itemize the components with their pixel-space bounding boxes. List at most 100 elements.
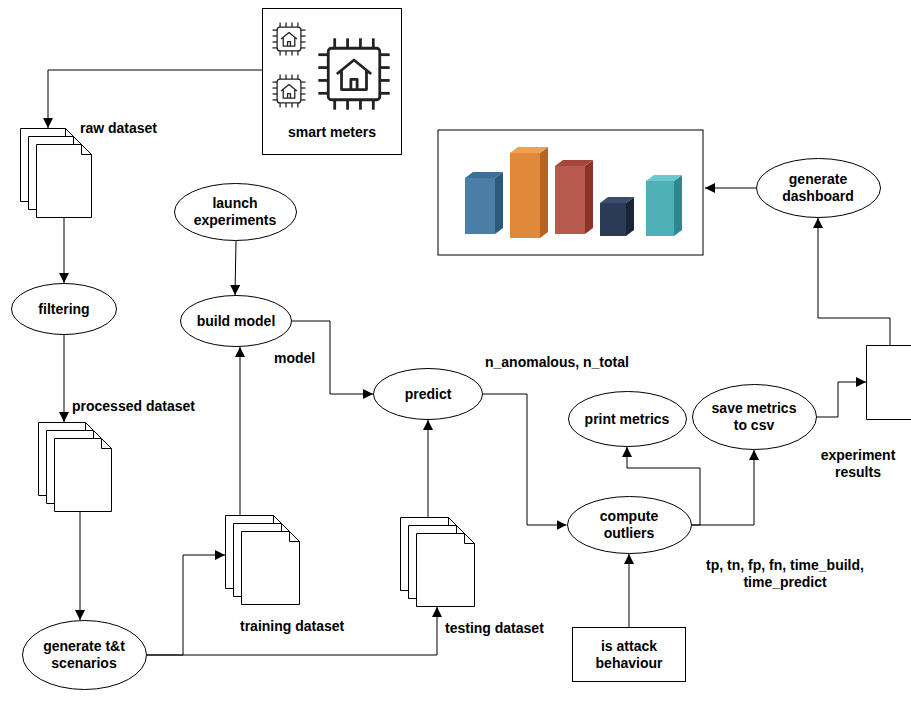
bar-side — [495, 172, 503, 234]
chip-pin — [346, 38, 349, 48]
document-stack: processed dataset — [38, 422, 112, 512]
node-label: generate dashboard — [773, 171, 863, 205]
chip-pin — [297, 51, 298, 56]
node-label: compute outliers — [584, 508, 674, 542]
flow-arrow — [80, 512, 81, 620]
flow-arrow — [147, 555, 226, 655]
chip-pin — [301, 81, 306, 82]
chip-pin — [333, 38, 336, 48]
ellipse-shape — [567, 497, 691, 554]
document-page — [867, 346, 911, 420]
bar-top — [646, 175, 682, 181]
chip-pin — [297, 75, 298, 80]
house-icon — [337, 60, 371, 90]
chip-pin — [318, 66, 328, 69]
document-icon-outline — [38, 422, 112, 512]
bar-front — [600, 203, 626, 236]
document-icon-outline — [225, 515, 300, 605]
process-ellipse: print metrics — [568, 391, 687, 447]
page-fold — [82, 145, 92, 155]
page-fold — [102, 439, 112, 449]
bar — [555, 160, 593, 234]
node-label: predict — [405, 386, 452, 403]
chip-pin — [380, 53, 390, 56]
bar — [510, 147, 548, 238]
bar-top — [600, 197, 634, 203]
page-fold — [465, 534, 475, 544]
ellipse-shape — [374, 369, 483, 420]
ellipse-shape — [12, 284, 117, 335]
chip-body — [277, 79, 301, 103]
bar-top — [510, 147, 548, 153]
chip-pin — [301, 35, 306, 36]
document-stack: raw dataset — [20, 128, 92, 218]
node-label: smart meters — [263, 124, 401, 141]
node-label: is attack behaviour — [583, 638, 675, 672]
flow-arrow — [64, 218, 65, 283]
ellipse-shape — [181, 296, 292, 347]
bar — [465, 172, 503, 234]
chip-pin — [273, 41, 278, 42]
chip-pin — [273, 87, 278, 88]
dashboard-panel — [438, 130, 703, 255]
node-label: processed dataset — [72, 398, 195, 415]
bar-chart — [465, 147, 682, 238]
ellipse-shape — [568, 392, 686, 447]
chip-pin — [380, 66, 390, 69]
chip-pin — [279, 23, 280, 28]
chip-pin — [380, 92, 390, 95]
chip-pin — [273, 29, 278, 30]
chip-pin — [318, 79, 328, 82]
process-ellipse: build model — [180, 295, 292, 347]
chip-pin — [372, 38, 375, 48]
edge-label: n_anomalous, n_total — [483, 354, 631, 371]
ellipse-shape — [22, 621, 146, 690]
bar-front — [646, 181, 674, 236]
chip-pin — [301, 93, 306, 94]
document-stack: testing dataset — [400, 517, 475, 607]
chip-pin — [279, 103, 280, 108]
ellipse-shape — [756, 159, 880, 218]
chip-pin — [291, 51, 292, 56]
bar-side — [626, 197, 634, 236]
chip-pin — [279, 51, 280, 56]
chip-pin — [297, 103, 298, 108]
flow-arrow — [147, 607, 438, 655]
house-icon — [281, 85, 297, 99]
process-ellipse: launch experiments — [174, 183, 297, 241]
flow-arrow — [629, 554, 630, 627]
ellipse-shape — [174, 184, 296, 241]
process-ellipse: save metrics to csv — [692, 384, 817, 450]
flow-arrow — [240, 347, 241, 515]
node-label: print metrics — [585, 411, 670, 428]
chip-pin — [285, 103, 286, 108]
flow-arrow — [428, 420, 429, 517]
document-icon-outline — [400, 517, 475, 607]
document-icon-outline — [866, 345, 911, 420]
node-label: launch experiments — [191, 195, 279, 229]
edge-label: tp, tn, fp, fn, time_build, time_predict — [688, 557, 882, 591]
chip-pin — [333, 100, 336, 110]
chip-pin — [285, 51, 286, 56]
chip-pin — [273, 93, 278, 94]
chip-pin — [318, 53, 328, 56]
node-label: save metrics to csv — [709, 400, 799, 434]
flow-arrow — [483, 394, 567, 525]
chip-body — [328, 48, 379, 99]
edge-label: model — [272, 350, 317, 367]
flow-arrow — [48, 70, 262, 128]
chip-pin — [301, 41, 306, 42]
chip-pin — [301, 29, 306, 30]
document-icon-outline — [20, 128, 92, 218]
process-ellipse: filtering — [11, 283, 117, 335]
bar-side — [674, 175, 682, 236]
document-page — [55, 439, 112, 512]
document-page — [37, 145, 92, 218]
document-page — [242, 532, 300, 605]
node-label: testing dataset — [445, 620, 544, 637]
bar-top — [555, 160, 593, 166]
bar-front — [555, 166, 585, 234]
flow-arrow — [64, 335, 65, 422]
bar-front — [465, 178, 495, 234]
bar-top — [465, 172, 503, 178]
